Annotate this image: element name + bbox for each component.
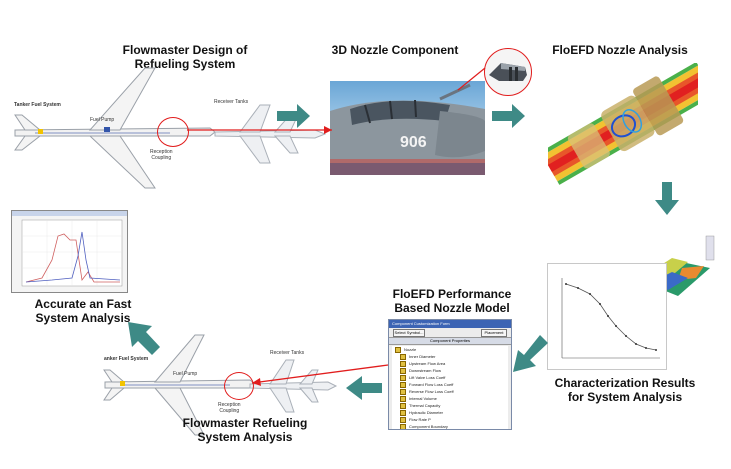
coupling-highlight-circle <box>157 117 189 147</box>
characterization-chart <box>547 263 667 370</box>
coupling-highlight-circle-bottom <box>224 372 254 400</box>
tree-item[interactable]: Upstream Flow Area <box>392 360 508 367</box>
tree-item[interactable]: Downstream Flow <box>392 367 508 374</box>
zoom-leader-line <box>457 67 486 91</box>
properties-tree: Nozzle Inner Diameter Upstream Flow Area… <box>392 346 508 429</box>
arrow-down-icon <box>655 182 679 215</box>
tree-item[interactable]: Forward Flow Loss Coeff <box>392 381 508 388</box>
placement-button[interactable]: Placement <box>481 329 507 337</box>
jet-photo: 906 <box>330 81 485 175</box>
tree-item[interactable]: Nozzle <box>392 346 508 353</box>
cfd-image <box>548 63 698 186</box>
tree-item[interactable]: Lift Valve Loss Coeff <box>392 374 508 381</box>
caption-flowmaster-analysis: Flowmaster Refueling System Analysis <box>182 416 308 444</box>
tree-item[interactable]: Thermal Capacity <box>392 402 508 409</box>
tree-item[interactable]: Internal Volume <box>392 395 508 402</box>
select-symbol-button[interactable]: Select Symbol... <box>393 329 425 337</box>
tree-item[interactable]: Inner Diameter <box>392 353 508 360</box>
tree-item[interactable]: Reverse Flow Loss Coeff <box>392 388 508 395</box>
tanker-aircraft-top <box>14 67 327 189</box>
reception-coupling-label-bottom: Reception Coupling <box>218 402 241 414</box>
tree-item[interactable]: Hydraulic Diameter <box>392 409 508 416</box>
reception-coupling-label: Reception Coupling <box>150 149 173 161</box>
tanker-fuel-system-label: Tanker Fuel System <box>14 102 61 108</box>
caption-accurate-fast: Accurate an Fast System Analysis <box>34 297 132 325</box>
results-plot-window <box>11 210 128 293</box>
tree-item[interactable]: Component Boundary <box>392 423 508 429</box>
arrow-left-icon <box>346 376 382 400</box>
nozzle-zoom-circle <box>484 48 532 96</box>
tanker-fuel-system-label-bottom: anker Fuel System <box>104 356 149 362</box>
tree-item[interactable]: Flow Rate P <box>392 416 508 423</box>
caption-performance-model: FloEFD Performance Based Nozzle Model <box>392 287 512 315</box>
fuel-pump-label: Fuel Pump <box>90 117 115 123</box>
window-titlebar: Component Customization Form <box>389 320 511 328</box>
arrow-down-left-icon <box>513 335 548 372</box>
caption-flowmaster-design: Flowmaster Design of Refueling System <box>122 43 248 71</box>
arrow-up-left-icon <box>128 322 160 355</box>
arrow-right-icon <box>277 104 310 128</box>
fuel-pump-label-bottom: Fuel Pump <box>173 371 198 377</box>
receiver-tanks-label-bottom: Receiver Tanks <box>270 350 305 356</box>
arrow-right-icon <box>492 104 525 128</box>
tail-number: 906 <box>400 134 427 151</box>
component-window: Component Customization Form Select Symb… <box>388 319 512 430</box>
properties-header: Component Properties <box>389 337 511 345</box>
caption-characterization: Characterization Results for System Anal… <box>554 376 696 404</box>
caption-nozzle-3d: 3D Nozzle Component <box>331 43 459 57</box>
caption-floefd-analysis: FloEFD Nozzle Analysis <box>552 43 688 57</box>
receiver-tanks-label: Receiver Tanks <box>214 99 249 105</box>
